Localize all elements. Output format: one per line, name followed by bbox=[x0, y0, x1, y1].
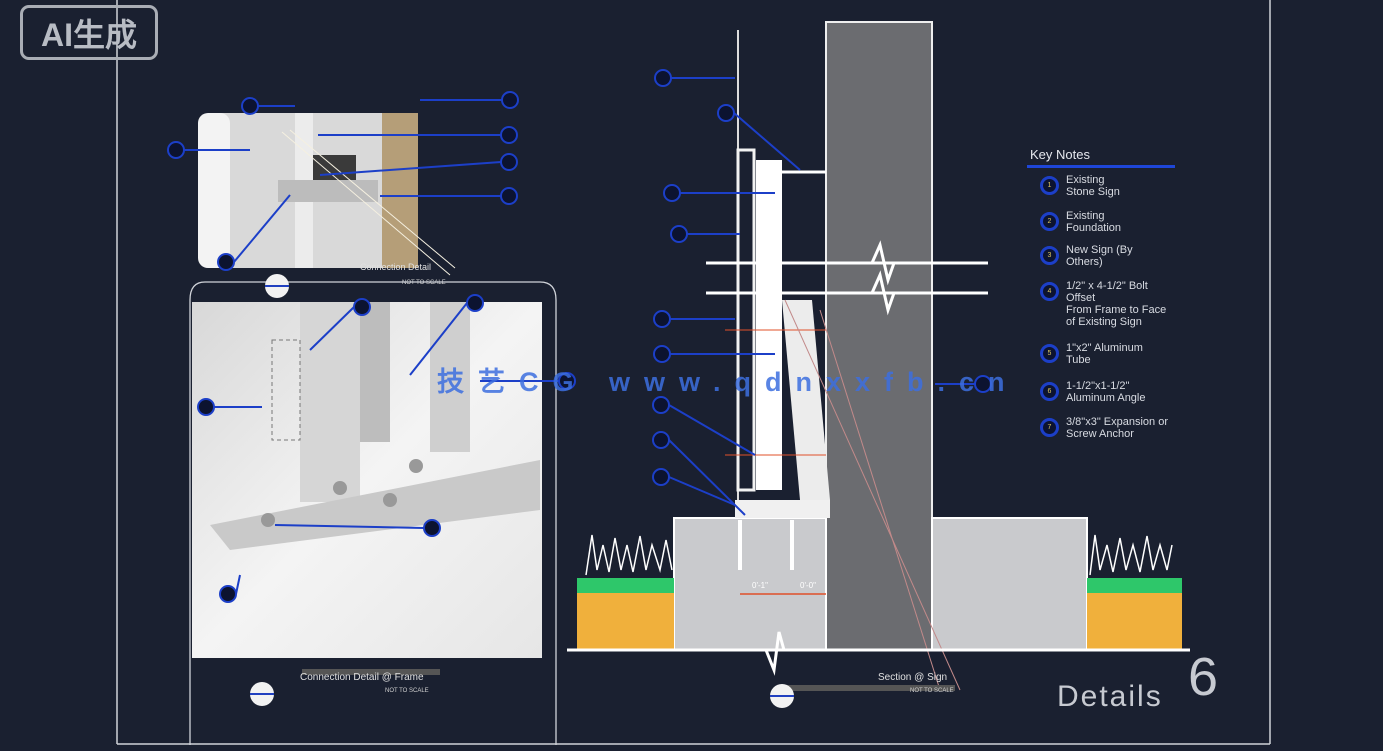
detail-bottom-scale: NOT TO SCALE bbox=[385, 688, 429, 694]
callout-group bbox=[167, 69, 992, 603]
callout-bubble-icon bbox=[652, 396, 670, 414]
watermark: 技艺CG www.qdnxxfb.cn bbox=[437, 367, 1019, 397]
leader-line bbox=[319, 161, 502, 176]
sheet-label: Details bbox=[1057, 680, 1163, 713]
leader-line bbox=[309, 306, 355, 351]
callout-bubble-icon bbox=[652, 468, 670, 486]
callout-bubble-icon bbox=[167, 141, 185, 159]
key-notes-title: Key Notes bbox=[1030, 147, 1090, 162]
callout-bubble-icon bbox=[423, 519, 441, 537]
callout-number-icon: 7 bbox=[1040, 418, 1059, 437]
callout-bubble-icon bbox=[500, 187, 518, 205]
dimension-right: 0'-0" bbox=[800, 581, 816, 590]
callout-number-icon: 5 bbox=[1040, 344, 1059, 363]
key-note-text: Existing Stone Sign bbox=[1066, 174, 1120, 198]
callout-bubble-icon bbox=[654, 69, 672, 87]
leader-line bbox=[668, 439, 746, 516]
leader-line bbox=[668, 404, 756, 456]
leader-line bbox=[274, 524, 425, 529]
callout-number-icon: 3 bbox=[1040, 246, 1059, 265]
key-note-item: 3 New Sign (By Others) bbox=[1040, 244, 1180, 268]
callout-bubble-icon bbox=[241, 97, 259, 115]
key-note-text: 3/8"x3" Expansion or Screw Anchor bbox=[1066, 416, 1168, 440]
ai-generated-badge: AI生成 bbox=[20, 5, 158, 60]
key-note-item: 2 Existing Foundation bbox=[1040, 210, 1180, 234]
key-note-text: Existing Foundation bbox=[1066, 210, 1122, 234]
callout-number-icon: 6 bbox=[1040, 382, 1059, 401]
callout-bubble-icon bbox=[652, 431, 670, 449]
callout-bubble-icon bbox=[219, 585, 237, 603]
leader-line bbox=[733, 112, 801, 171]
connection-detail-bottom: Connection Detail @ Frame NOT TO SCALE bbox=[189, 274, 557, 745]
key-note-item: 5 1"x2" Aluminum Tube bbox=[1040, 342, 1180, 366]
sheet-border bbox=[116, 0, 1271, 745]
callout-bubble-icon bbox=[501, 91, 519, 109]
key-note-text: 1-1/2"x1-1/2" Aluminum Angle bbox=[1066, 380, 1146, 404]
callout-bubble-icon bbox=[663, 184, 681, 202]
key-notes: Key Notes 1 Existing Stone Sign 2 Existing … bbox=[1027, 147, 1180, 440]
key-note-text: 1/2" x 4-1/2" Bolt Offset From Frame to … bbox=[1066, 280, 1167, 328]
key-note-item: 1 Existing Stone Sign bbox=[1040, 174, 1180, 198]
key-note-item: 7 3/8"x3" Expansion or Screw Anchor bbox=[1040, 416, 1180, 440]
key-notes-list: 1 Existing Stone Sign 2 Existing Foundation… bbox=[1030, 174, 1180, 440]
section-drawing: 0'-1" 0'-0" Section @ Sign NOT TO SCALE bbox=[567, 21, 1190, 708]
callout-bubble-icon bbox=[500, 153, 518, 171]
key-note-item: 4 1/2" x 4-1/2" Bolt Offset From Frame to… bbox=[1040, 280, 1180, 328]
connection-detail-top: Connection Detail NOT TO SCALE bbox=[198, 113, 456, 286]
leader-line bbox=[409, 302, 468, 376]
leader-line bbox=[233, 194, 291, 263]
leader-line bbox=[668, 476, 736, 506]
dimension-left: 0'-1" bbox=[752, 581, 768, 590]
key-notes-underline bbox=[1027, 165, 1175, 168]
key-note-text: New Sign (By Others) bbox=[1066, 244, 1133, 268]
key-note-text: 1"x2" Aluminum Tube bbox=[1066, 342, 1143, 366]
callout-bubble-icon bbox=[466, 294, 484, 312]
callout-bubble-icon bbox=[217, 253, 235, 271]
leader-line bbox=[235, 574, 241, 595]
section-title: Section @ Sign bbox=[878, 672, 947, 683]
callout-number-icon: 2 bbox=[1040, 212, 1059, 231]
sheet-number: 6 bbox=[1188, 647, 1219, 707]
detail-top-title: Connection Detail bbox=[360, 262, 431, 272]
callout-bubble-icon bbox=[653, 310, 671, 328]
detail-top-scale: NOT TO SCALE bbox=[402, 280, 446, 286]
callout-bubble-icon bbox=[353, 298, 371, 316]
detail-bottom-title: Connection Detail @ Frame bbox=[300, 672, 424, 683]
callout-bubble-icon bbox=[670, 225, 688, 243]
key-note-item: 6 1-1/2"x1-1/2" Aluminum Angle bbox=[1040, 380, 1180, 404]
callout-number-icon: 1 bbox=[1040, 176, 1059, 195]
callout-bubble-icon bbox=[500, 126, 518, 144]
callout-number-icon: 4 bbox=[1040, 282, 1059, 301]
section-scale: NOT TO SCALE bbox=[910, 688, 954, 694]
callout-bubble-icon bbox=[717, 104, 735, 122]
callout-bubble-icon bbox=[197, 398, 215, 416]
